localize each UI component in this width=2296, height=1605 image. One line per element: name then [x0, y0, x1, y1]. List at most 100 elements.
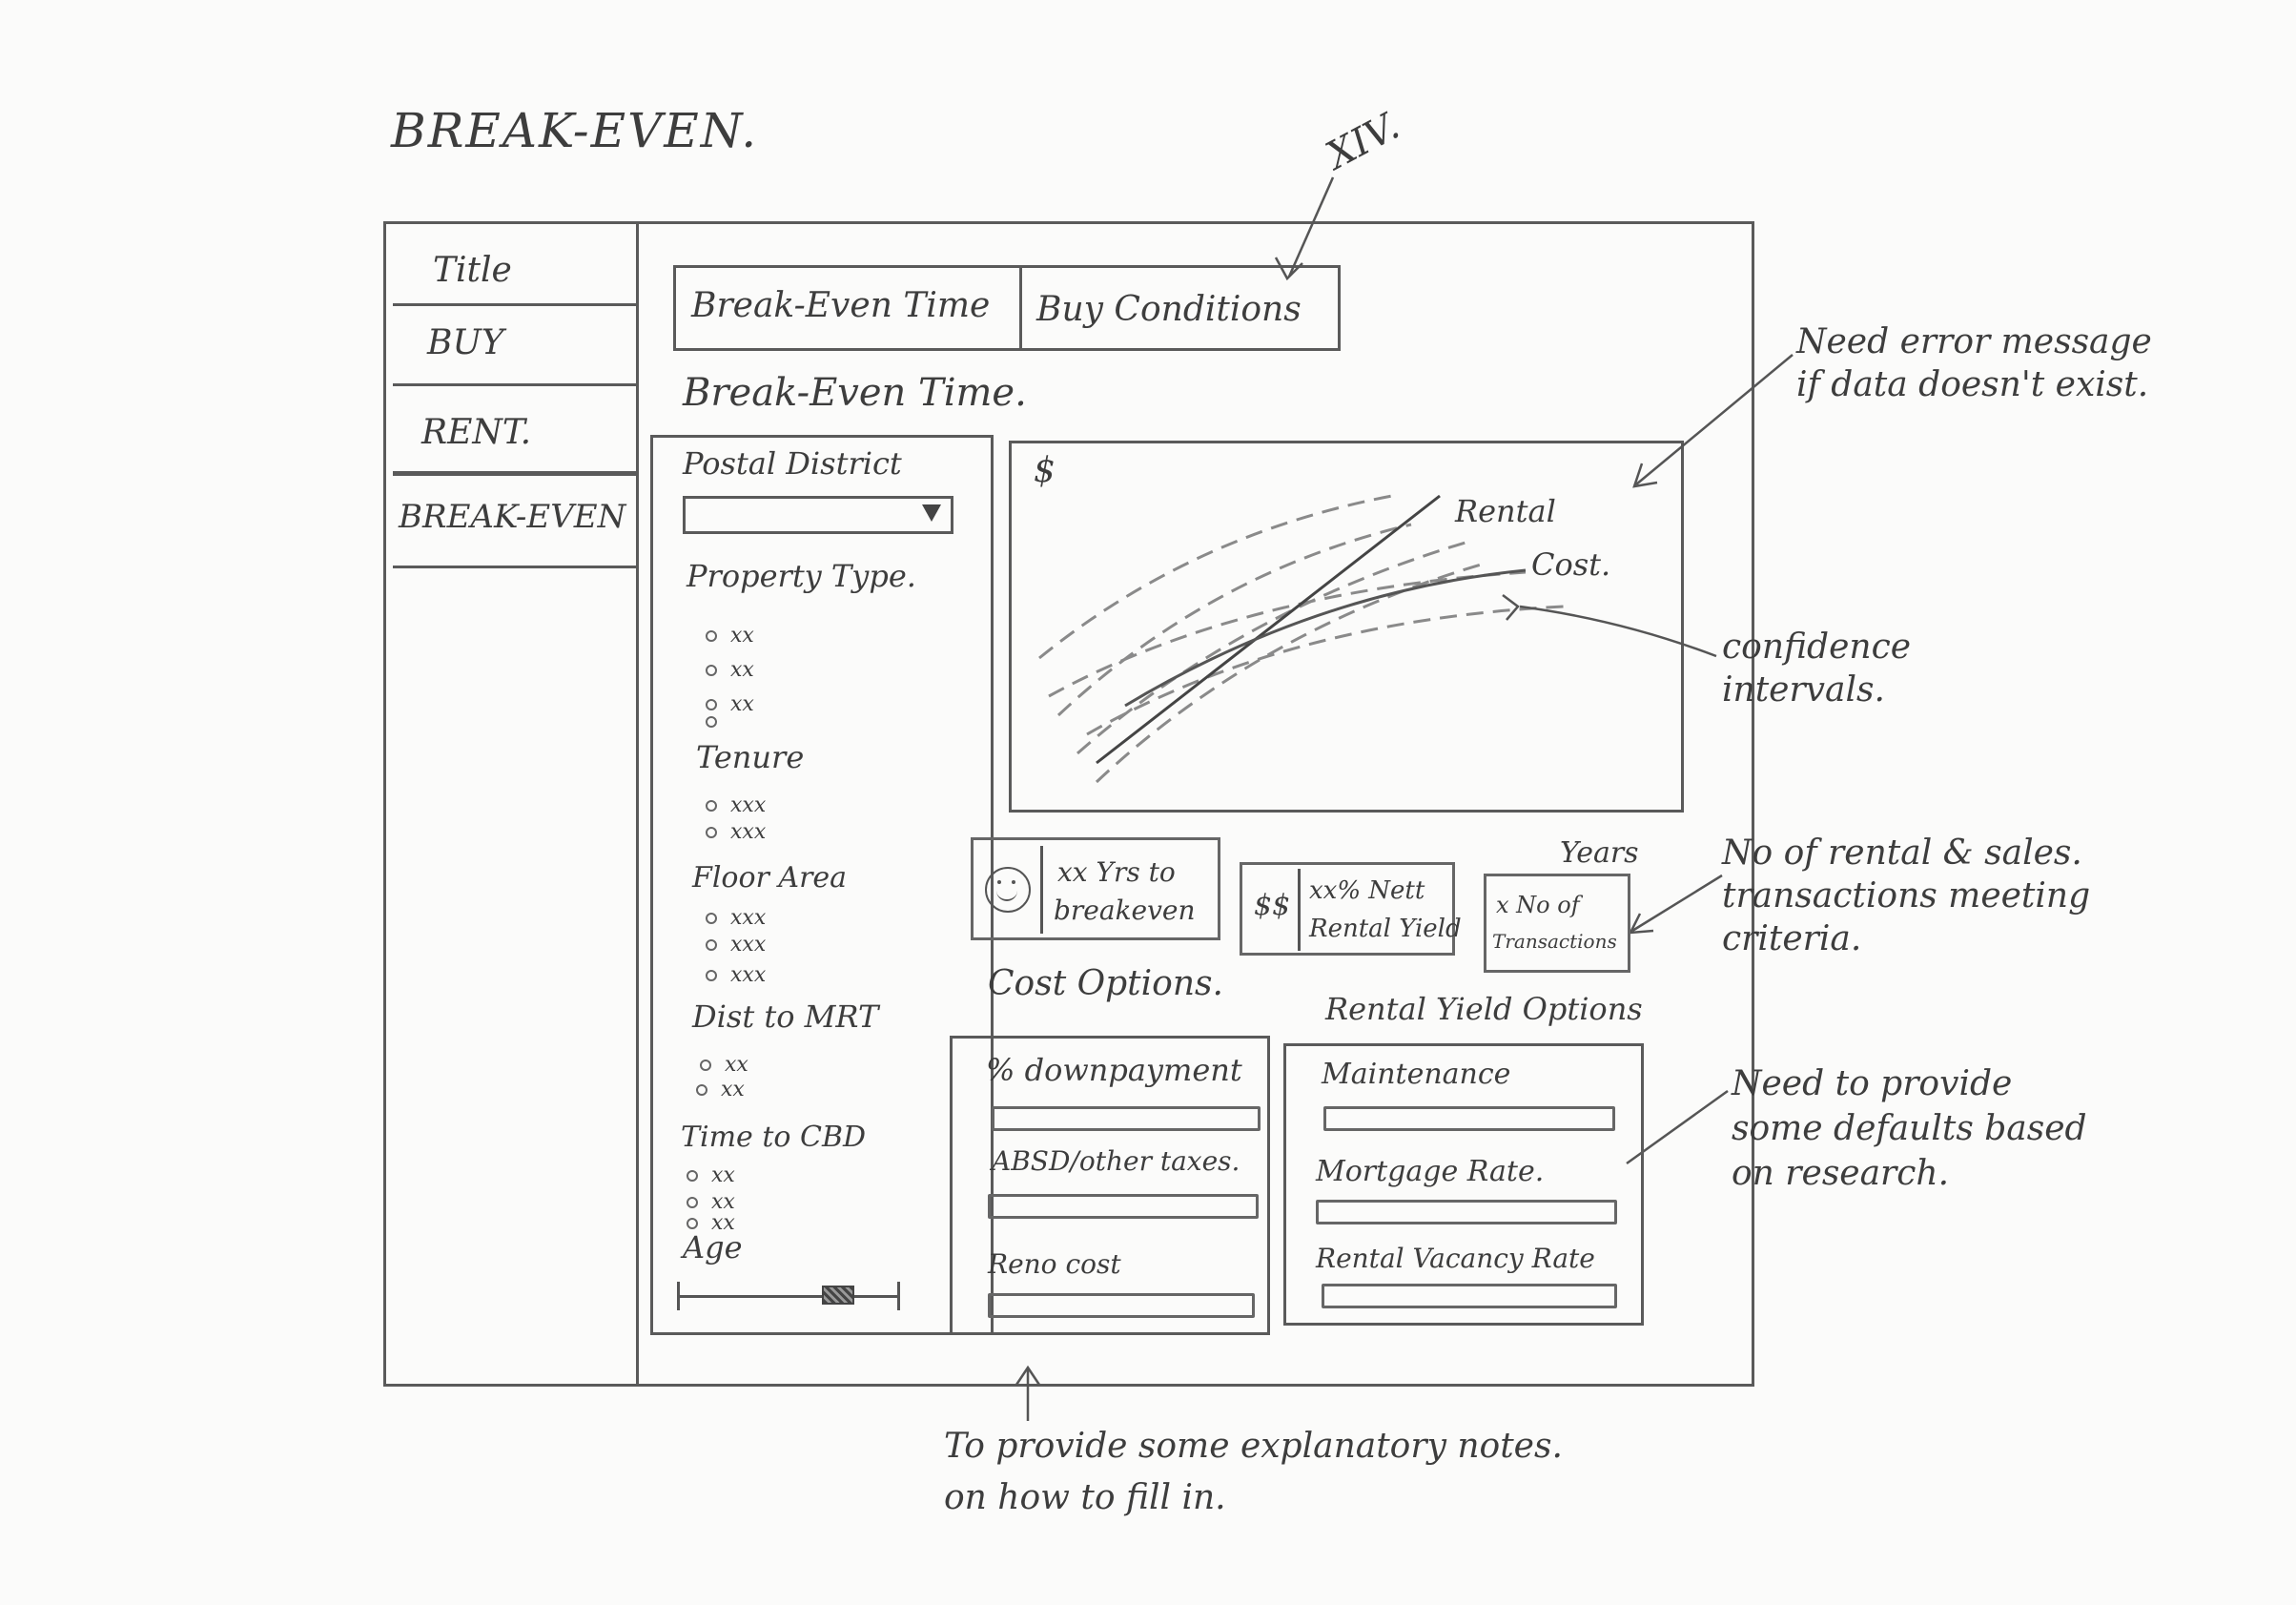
- stat-yield-line1: xx% Nett: [1309, 876, 1425, 905]
- stat-breakeven-line2: breakeven: [1054, 895, 1196, 926]
- annotation-line: some defaults based: [1732, 1108, 2087, 1148]
- time-cbd-option[interactable]: xx: [687, 1192, 735, 1213]
- slider-handle[interactable]: [822, 1286, 854, 1305]
- dist-mrt-option[interactable]: xx: [700, 1055, 748, 1076]
- maintenance-input[interactable]: [1323, 1106, 1615, 1131]
- app-frame: [383, 221, 1754, 1387]
- annotation-confidence: confidence intervals.: [1722, 626, 1911, 711]
- tab-buy-conditions[interactable]: Buy Conditions: [1021, 268, 1338, 348]
- option-label: xx: [730, 658, 754, 682]
- tab-label: Break-Even Time: [691, 286, 991, 325]
- vacancy-rate-input[interactable]: [1322, 1284, 1617, 1308]
- chart-series-label-rental: Rental: [1455, 493, 1556, 529]
- sidebar-item-buy[interactable]: BUY: [393, 307, 639, 386]
- annotation-line: on research.: [1732, 1153, 1950, 1193]
- time-cbd-option[interactable]: xx: [687, 1165, 735, 1186]
- annotation-line: if data doesn't exist.: [1796, 365, 2149, 404]
- sidebar-item-label: RENT.: [421, 413, 532, 452]
- cost-field-label: ABSD/other taxes.: [992, 1145, 1240, 1177]
- option-label: xx: [730, 624, 754, 648]
- property-type-option[interactable]: xx: [706, 660, 754, 681]
- chart-series-label-cost: Cost.: [1531, 546, 1611, 583]
- property-type-label: Property Type.: [687, 558, 916, 594]
- option-label: xxx: [730, 963, 767, 987]
- rental-field-label: Rental Vacancy Rate: [1316, 1243, 1595, 1274]
- sidebar-item-title[interactable]: Title: [393, 237, 639, 306]
- sidebar-item-break-even[interactable]: BREAK-EVEN: [393, 471, 639, 568]
- property-type-option[interactable]: [706, 711, 730, 732]
- floor-area-option[interactable]: xxx: [706, 908, 766, 929]
- annotation-defaults: Need to provide some defaults based on r…: [1732, 1062, 2087, 1196]
- time-cbd-option[interactable]: xx: [687, 1213, 735, 1234]
- chart-panel: [1009, 441, 1684, 813]
- stat-yield-line2: Rental Yield: [1309, 915, 1462, 943]
- floor-area-option[interactable]: xxx: [706, 965, 766, 986]
- option-label: xxx: [730, 820, 767, 844]
- option-label: xx: [711, 1211, 735, 1235]
- option-label: xxx: [730, 906, 767, 930]
- annotation-explanatory: To provide some explanatory notes. on ho…: [944, 1421, 1563, 1524]
- tenure-option[interactable]: xxx: [706, 822, 766, 843]
- option-label: xx: [711, 1163, 735, 1187]
- age-slider[interactable]: [677, 1282, 900, 1310]
- chart-y-axis-label: $: [1034, 451, 1056, 490]
- annotation-line: Need error message: [1796, 322, 2152, 361]
- annotation-error-message: Need error message if data doesn't exist…: [1796, 320, 2152, 406]
- page-title: BREAK-EVEN.: [391, 103, 759, 158]
- tab-bar: Break-Even Time Buy Conditions: [673, 265, 1341, 351]
- stat-breakeven-card: xx Yrs to breakeven: [971, 837, 1220, 940]
- annotation-line: Need to provide: [1732, 1064, 2013, 1103]
- annotation-line: intervals.: [1722, 670, 1885, 710]
- chart-x-axis-label: Years: [1560, 836, 1639, 870]
- postal-district-label: Postal District: [683, 445, 902, 482]
- cost-field-label: % downpayment: [986, 1052, 1242, 1088]
- stat-transactions-line2: Transactions: [1492, 930, 1617, 953]
- cost-options-panel: [950, 1036, 1270, 1335]
- chevron-down-icon: [922, 504, 941, 522]
- cost-options-heading: Cost Options.: [988, 964, 1223, 1003]
- property-type-option[interactable]: xx: [706, 626, 754, 647]
- cost-field-label: Reno cost: [988, 1248, 1121, 1280]
- stat-yield-card: $$ xx% Nett Rental Yield: [1240, 862, 1462, 956]
- annotation-line: criteria.: [1722, 919, 1862, 958]
- downpayment-input[interactable]: [992, 1106, 1261, 1131]
- floor-area-label: Floor Area: [692, 861, 848, 895]
- stat-transactions-line1: x No of: [1496, 892, 1580, 918]
- option-label: xxx: [730, 793, 767, 817]
- option-label: xx: [721, 1078, 745, 1101]
- floor-area-option[interactable]: xxx: [706, 935, 766, 956]
- tab-break-even-time[interactable]: Break-Even Time: [676, 268, 1022, 348]
- rental-options-heading: Rental Yield Options: [1325, 991, 1643, 1027]
- version-mark: XIV.: [1319, 104, 1407, 178]
- dist-mrt-label: Dist to MRT: [692, 998, 879, 1035]
- annotation-line: To provide some explanatory notes.: [944, 1427, 1563, 1466]
- rental-field-label: Mortgage Rate.: [1316, 1155, 1545, 1188]
- slider-tick: [897, 1282, 900, 1310]
- tenure-label: Tenure: [696, 739, 805, 775]
- property-type-option[interactable]: xx: [706, 694, 754, 715]
- rental-options-panel: [1283, 1043, 1644, 1326]
- sidebar-item-label: BREAK-EVEN: [399, 498, 626, 536]
- dollar-icon: $$: [1254, 889, 1291, 922]
- absd-taxes-input[interactable]: [988, 1194, 1259, 1219]
- slider-tick: [677, 1282, 680, 1310]
- annotation-line: transactions meeting: [1722, 876, 2091, 916]
- age-label: Age: [683, 1229, 743, 1265]
- tenure-option[interactable]: xxx: [706, 795, 766, 816]
- annotation-line: confidence: [1722, 628, 1912, 667]
- sidebar: Title BUY RENT. BREAK-EVEN: [383, 221, 639, 1387]
- sidebar-item-rent[interactable]: RENT.: [393, 393, 639, 476]
- reno-cost-input[interactable]: [988, 1293, 1255, 1318]
- smiley-face-icon: [985, 867, 1031, 913]
- sidebar-item-label: BUY: [427, 323, 504, 362]
- option-label: xx: [730, 692, 754, 716]
- stat-breakeven-line1: xx Yrs to: [1057, 856, 1176, 888]
- postal-district-select[interactable]: [683, 496, 953, 534]
- tab-label: Buy Conditions: [1036, 290, 1302, 329]
- option-label: xx: [711, 1190, 735, 1214]
- mortgage-rate-input[interactable]: [1316, 1200, 1617, 1224]
- time-cbd-label: Time to CBD: [681, 1121, 867, 1154]
- option-label: xxx: [730, 933, 767, 957]
- dist-mrt-option[interactable]: xx: [696, 1080, 745, 1101]
- annotation-line: No of rental & sales.: [1722, 833, 2082, 873]
